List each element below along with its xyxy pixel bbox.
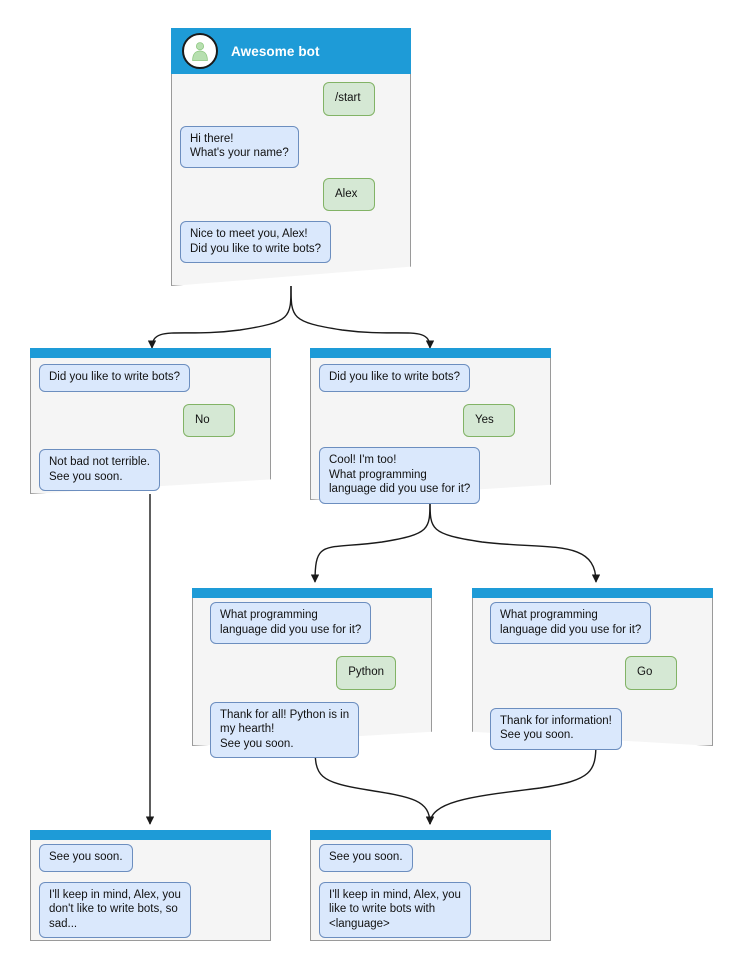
bot-message-bubble: What programming language did you use fo… [490,602,652,644]
bot-message-bubble: Not bad not terrible. See you soon. [39,449,161,491]
person-avatar-icon [182,33,218,69]
edge-root-to-no [147,285,292,349]
edge-root-to-yes [290,285,435,349]
message-row: See you soon. [319,844,542,872]
bot-message-bubble: I'll keep in mind, Alex, you don't like … [39,881,191,938]
node-header-bar [192,588,432,598]
message-row: What programming language did you use fo… [481,602,704,644]
message-row: Go [481,656,704,690]
user-message-bubble: Python [336,656,396,690]
user-message-bubble: No [183,403,235,437]
node-yes-branch-content: Did you like to write bots? Yes Cool! I'… [310,348,551,504]
node-go-branch-messages: What programming language did you use fo… [472,602,713,760]
bot-message-bubble: Cool! I'm too! What programming language… [319,447,481,504]
node-yes-branch-messages: Did you like to write bots? Yes Cool! I'… [310,364,551,514]
bot-message-bubble: What programming language did you use fo… [210,602,372,644]
node-root-content: Awesome bot /start Hi there! What's your… [171,28,411,286]
message-row: Nice to meet you, Alex! Did you like to … [180,221,402,263]
message-row: Hi there! What's your name? [180,125,402,168]
user-message-bubble: /start [323,82,375,116]
node-root-messages: /start Hi there! What's your name? Alex … [171,82,411,273]
message-row: I'll keep in mind, Alex, you don't like … [39,881,262,938]
node-header-bar [310,348,551,358]
bot-message-bubble: Hi there! What's your name? [180,125,299,168]
bot-name-label: Awesome bot [231,43,320,59]
node-end-sad-content: See you soon. I'll keep in mind, Alex, y… [30,830,271,941]
node-python-branch[interactable]: What programming language did you use fo… [192,588,432,758]
bot-message-bubble: Thank for information! See you soon. [490,707,622,750]
node-no-branch-messages: Did you like to write bots? No Not bad n… [30,364,271,501]
message-row: No [39,403,262,437]
node-go-branch-content: What programming language did you use fo… [472,588,713,750]
message-row: See you soon. [39,844,262,872]
node-root[interactable]: Awesome bot /start Hi there! What's your… [171,28,411,286]
message-row: Thank for information! See you soon. [481,707,704,750]
bot-message-bubble: Did you like to write bots? [39,364,191,392]
message-row: I'll keep in mind, Alex, you like to wri… [319,881,542,938]
bot-message-bubble: See you soon. [319,844,413,872]
message-row: Yes [319,403,542,437]
user-message-bubble: Alex [323,177,375,211]
node-go-branch[interactable]: What programming language did you use fo… [472,588,713,750]
node-no-branch-content: Did you like to write bots? No Not bad n… [30,348,271,494]
node-yes-branch[interactable]: Did you like to write bots? Yes Cool! I'… [310,348,551,504]
message-row: /start [180,82,402,116]
bot-message-bubble: Thank for all! Python is in my hearth! S… [210,701,360,758]
node-end-sad[interactable]: See you soon. I'll keep in mind, Alex, y… [30,830,271,941]
message-row: Thank for all! Python is in my hearth! S… [201,701,423,758]
node-header-bar [310,830,551,840]
user-message-bubble: Yes [463,403,515,437]
bot-message-bubble: I'll keep in mind, Alex, you like to wri… [319,881,471,938]
node-header-bar [30,830,271,840]
node-python-branch-content: What programming language did you use fo… [192,588,432,758]
node-header-bar [30,348,271,358]
node-end-happy-messages: See you soon. I'll keep in mind, Alex, y… [310,844,551,948]
message-row: Not bad not terrible. See you soon. [39,449,262,491]
user-message-bubble: Go [625,656,677,690]
node-python-branch-messages: What programming language did you use fo… [192,602,432,768]
node-end-happy[interactable]: See you soon. I'll keep in mind, Alex, y… [310,830,551,941]
bot-message-bubble: Did you like to write bots? [319,364,471,392]
node-end-sad-messages: See you soon. I'll keep in mind, Alex, y… [30,844,271,948]
bot-message-bubble: See you soon. [39,844,133,872]
message-row: Did you like to write bots? [39,364,262,392]
message-row: Did you like to write bots? [319,364,542,392]
message-row: Python [201,656,423,690]
node-header-bar [472,588,713,598]
message-row: Alex [180,177,402,211]
message-row: Cool! I'm too! What programming language… [319,447,542,504]
node-end-happy-content: See you soon. I'll keep in mind, Alex, y… [310,830,551,941]
message-row: What programming language did you use fo… [201,602,423,644]
bot-message-bubble: Nice to meet you, Alex! Did you like to … [180,221,332,263]
node-no-branch[interactable]: Did you like to write bots? No Not bad n… [30,348,271,494]
node-root-header: Awesome bot [171,28,411,74]
